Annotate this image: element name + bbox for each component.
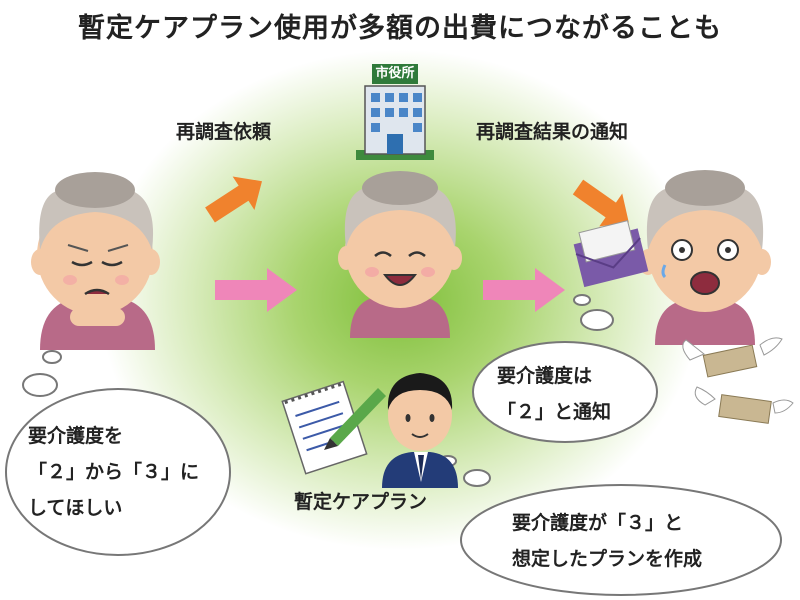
middle-right-bubble-line: 要介護度は [497, 365, 593, 387]
bottom-right-bubble-line: 要介護度が「３」と [512, 512, 684, 534]
left-thought-bubble [5, 350, 231, 556]
left-grandma-illustration [31, 172, 160, 350]
reinvestigation-request-label: 再調査依頼 [176, 121, 272, 143]
middle-right-bubble-text: 要介護度は 「２」と通知 [497, 358, 611, 430]
bottom-right-bubble-text: 要介護度が「３」と 想定したプランを作成 [512, 505, 702, 577]
middle-right-bubble-line: 「２」と通知 [497, 401, 612, 423]
center-grandma-illustration [338, 171, 462, 338]
orange-arrow-down [572, 179, 629, 227]
page-title: 暫定ケアプラン使用が多額の出費につながることも [78, 13, 722, 44]
left-bubble-line: してほしい [28, 497, 123, 519]
pencil-icon [324, 388, 386, 450]
flying-money-icon-2 [694, 386, 794, 424]
pink-arrow-left [215, 268, 297, 312]
care-plan-notepad-icon [281, 380, 368, 475]
reinvestigation-result-label: 再調査結果の通知 [476, 121, 629, 143]
city-hall-sign: 市役所 [375, 66, 415, 81]
pink-arrow-right [483, 268, 565, 312]
middle-right-thought-bubble [472, 294, 658, 443]
city-hall-building-icon [356, 64, 434, 160]
provisional-plan-label: 暫定ケアプラン [294, 491, 428, 513]
left-bubble-line: 要介護度を [28, 425, 124, 447]
right-grandma-illustration [639, 170, 771, 345]
notice-envelope-icon [573, 220, 649, 288]
flying-money-icon [682, 337, 783, 378]
care-manager-man-illustration [382, 373, 458, 488]
left-bubble-text: 要介護度を 「２」から「３」に してほしい [28, 418, 199, 526]
left-bubble-line: 「２」から「３」に [28, 461, 200, 483]
orange-arrow-up [205, 176, 262, 223]
bottom-right-bubble-line: 想定したプランを作成 [512, 548, 703, 570]
